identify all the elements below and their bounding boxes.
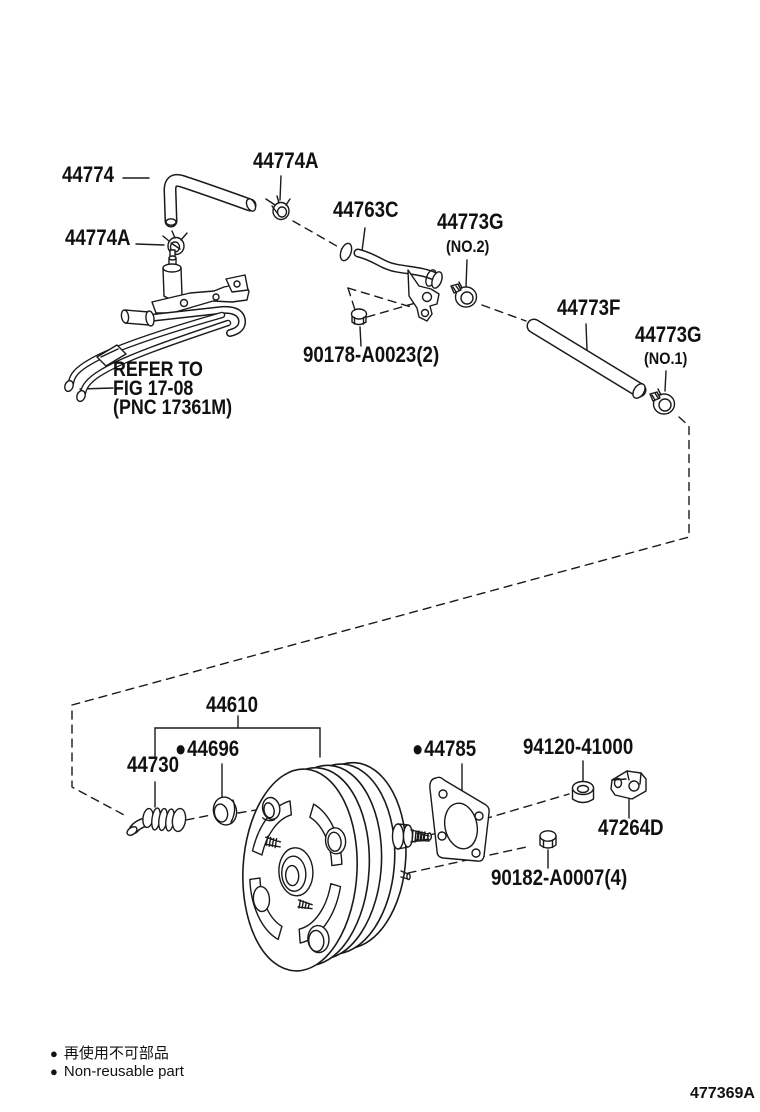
label-44785: ●44785 [412,738,476,760]
label-refer-note: REFER TO FIG 17-08 (PNC 17361M) [113,358,233,419]
legend-jp: ● 再使用不可部品 [50,1042,169,1063]
label-44773G-no2: 44773G [437,209,504,234]
bracket-47264D [610,770,647,800]
grommet-94120 [571,780,595,804]
label-94120: 94120-41000 [523,734,634,759]
hose-44773F [526,318,647,399]
label-44730: 44730 [127,752,180,777]
label-44774A-side: 44774A [65,225,131,250]
pipe-44763C [339,242,443,322]
nut-90182 [539,830,557,849]
clamp-44773G-no1 [649,388,676,415]
label-44785-text: 44785 [424,736,477,761]
grommet-44696 [212,796,238,826]
non-reusable-bullet-icon: ● [175,736,187,761]
fitting-44730 [126,807,187,836]
clamp-44774A-top [265,195,291,221]
label-44773G-no1: 44773G [635,322,702,347]
refer-line2: FIG 17-08 [113,377,194,400]
legend-bullet-icon: ● [50,1046,58,1061]
label-44610: 44610 [206,692,259,717]
label-47264D: 47264D [598,815,664,840]
label-44773G-no2-sub: (NO.2) [446,237,490,256]
legend-bullet-icon: ● [50,1064,58,1079]
pipe-assembly-17361M [64,305,247,403]
clamp-44773G-no2 [450,281,478,308]
label-44774A-top: 44774A [253,148,319,173]
booster-pushrod [391,823,433,881]
label-44696-text: 44696 [187,736,240,761]
hose-44774 [163,173,257,228]
label-90182: 90182-A0007(4) [491,865,628,890]
refer-line3: (PNC 17361M) [113,396,233,419]
legend-en: ● Non-reusable part [50,1063,184,1080]
label-44763C: 44763C [333,197,399,222]
vsv-bracket-assembly [151,249,250,314]
legend-en-text: Non-reusable part [63,1063,184,1080]
legend-jp-text: 再使用不可部品 [63,1045,169,1062]
label-44774: 44774 [62,162,115,187]
label-44696: ●44696 [175,738,239,760]
gasket-44785 [415,776,490,862]
nut-90178 [350,308,368,326]
refer-line1: REFER TO [113,358,203,381]
leader-lines [79,175,667,869]
label-44773F: 44773F [557,295,621,320]
brake-booster-44610 [242,761,407,972]
figure-code: 477369A [690,1085,755,1102]
label-90178: 90178-A0023(2) [303,342,440,367]
non-reusable-bullet-icon: ● [412,736,424,761]
label-44773G-no1-sub: (NO.1) [644,349,688,368]
